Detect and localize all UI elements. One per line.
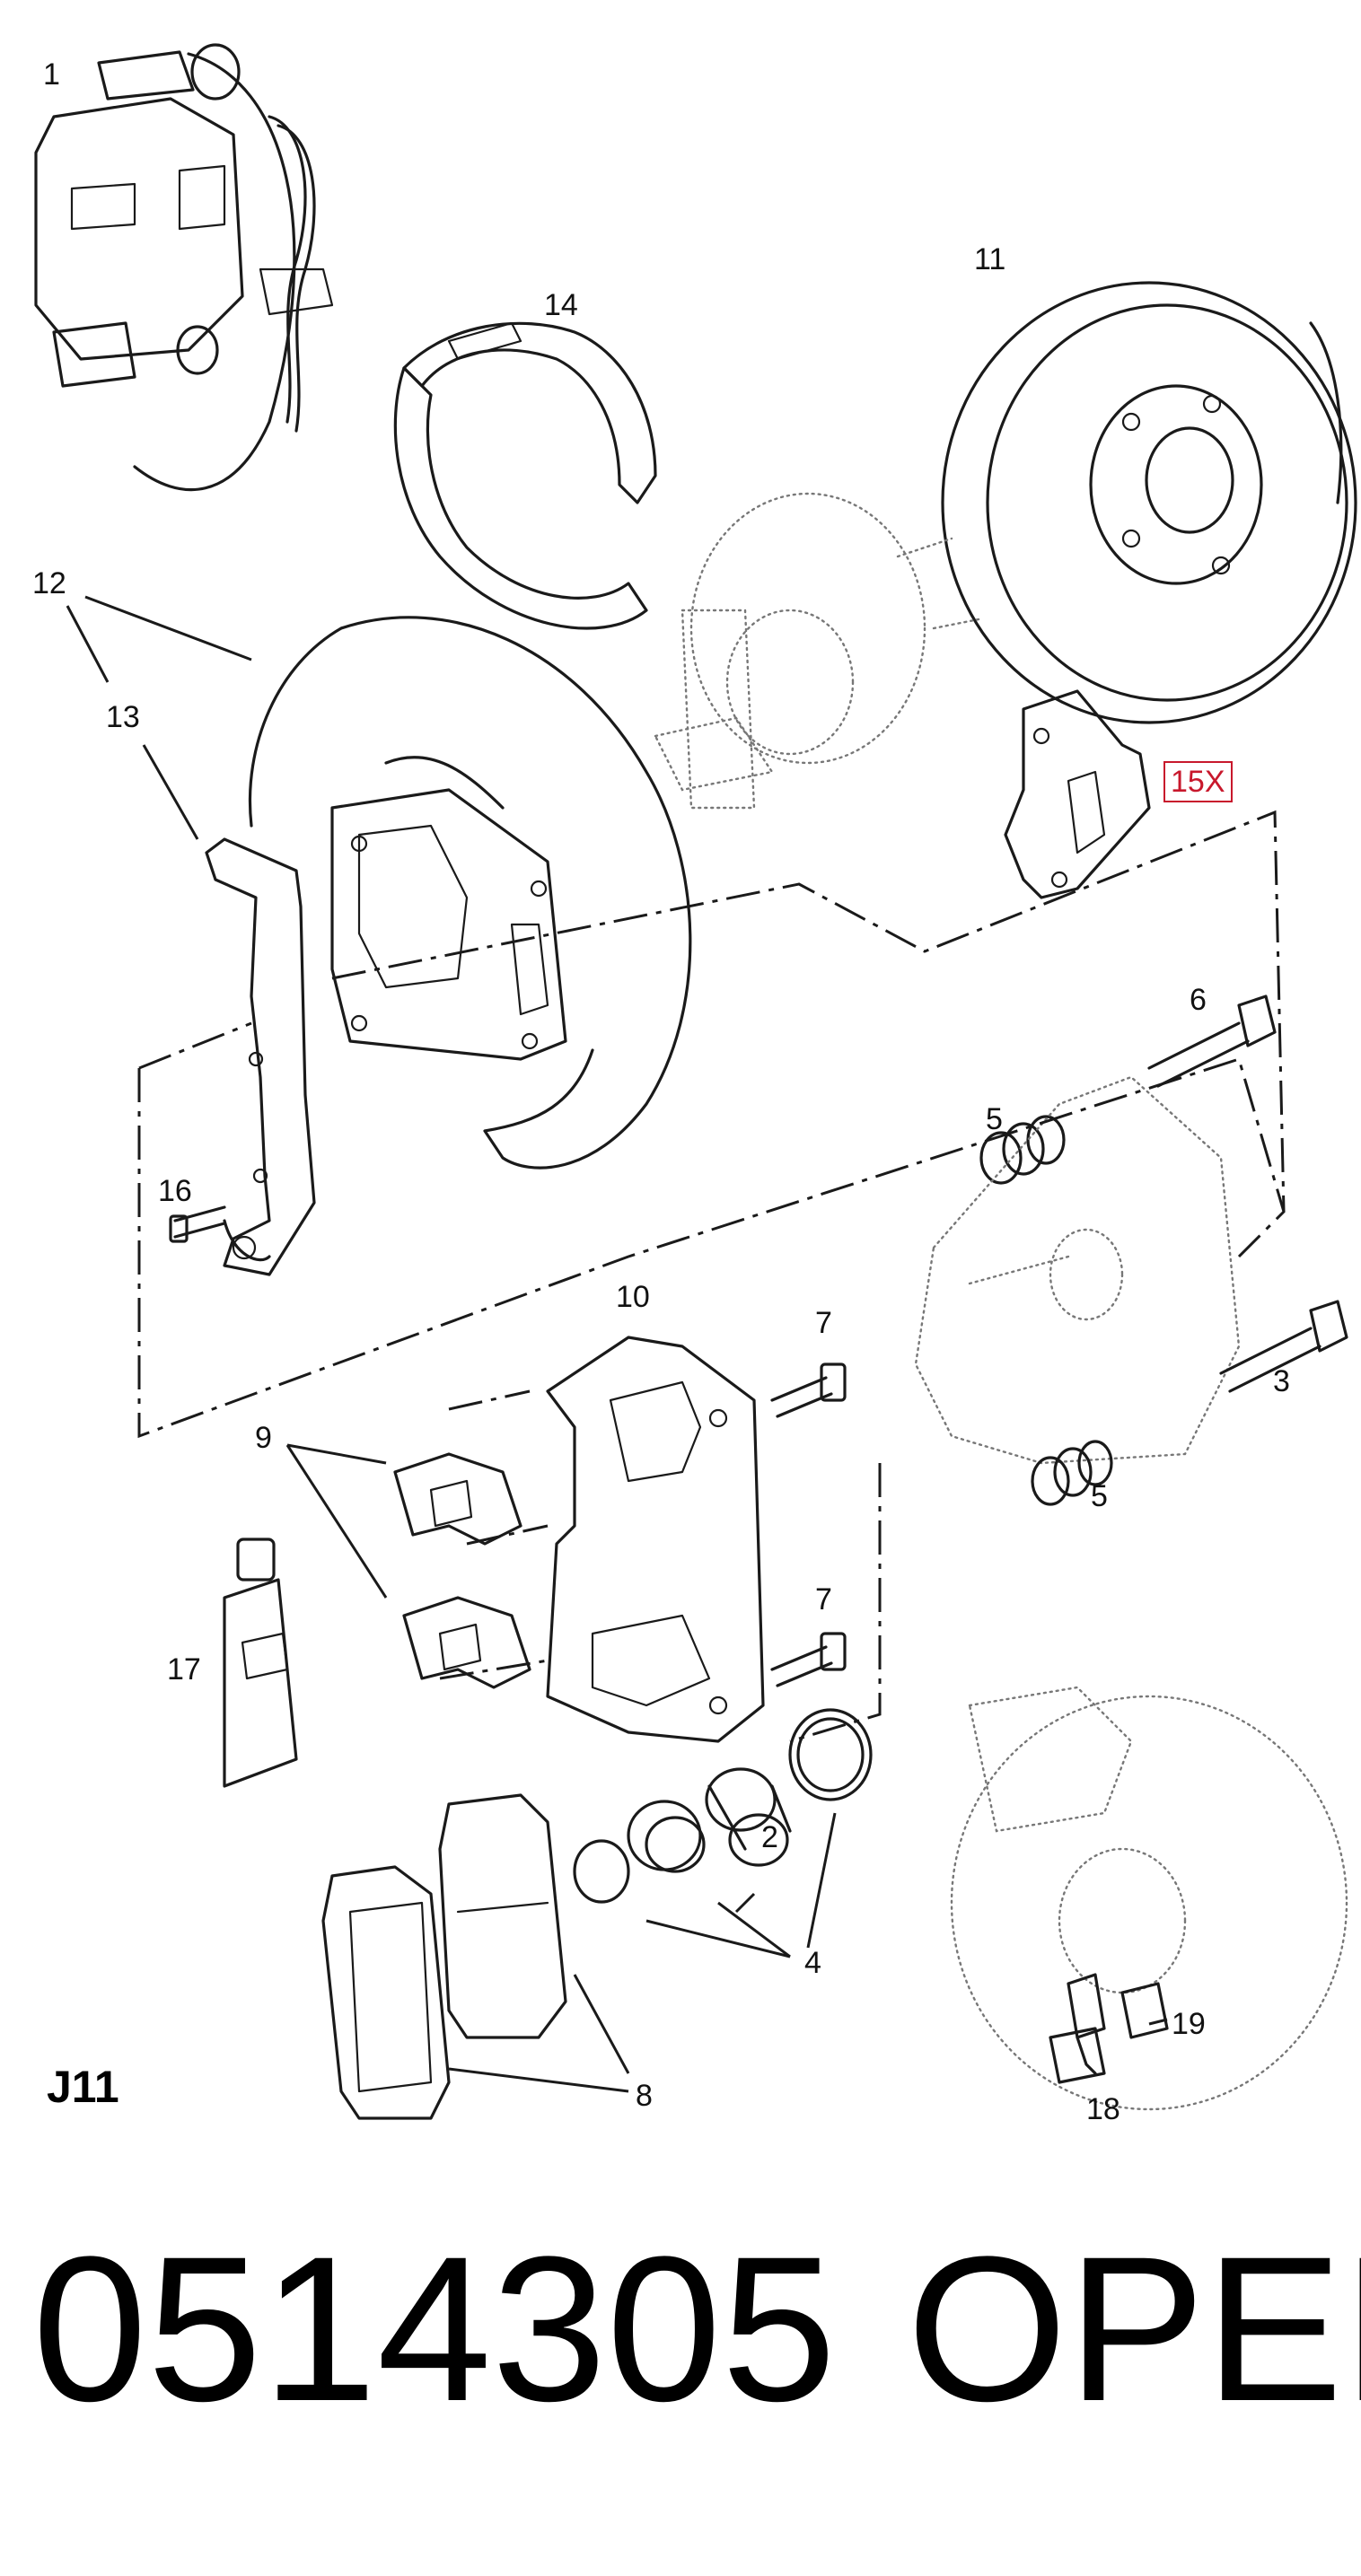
part-6-guide-bolt bbox=[1147, 994, 1277, 1088]
callout-7-bottom: 7 bbox=[815, 1582, 832, 1617]
callout-4: 4 bbox=[804, 1946, 821, 1980]
section-code: J11 bbox=[47, 2062, 119, 2112]
part-5-boot-top bbox=[979, 1115, 1066, 1185]
part-12-backing-plate bbox=[248, 616, 692, 1170]
callout-5-top: 5 bbox=[986, 1102, 1003, 1136]
callout-8: 8 bbox=[636, 2079, 653, 2113]
part-1-caliper-inset bbox=[34, 43, 334, 492]
hub-assembly-dotted bbox=[654, 492, 980, 810]
part-16-bolt bbox=[169, 1205, 226, 1243]
callout-13: 13 bbox=[106, 700, 140, 734]
part-3-guide-bolt bbox=[1219, 1300, 1348, 1393]
part-15x-caliper-bracket bbox=[1004, 689, 1151, 899]
part-7-bolt-bottom bbox=[770, 1632, 847, 1687]
part-5-boot-bottom bbox=[1031, 1440, 1113, 1506]
callout-16: 16 bbox=[158, 1174, 192, 1208]
part-number: 0514305 bbox=[32, 2213, 837, 2444]
part-4-seal-ring-large bbox=[788, 1708, 873, 1801]
callout-5-bottom: 5 bbox=[1091, 1479, 1108, 1513]
part-17-grease-tube bbox=[223, 1538, 298, 1788]
callout-15x: 15X bbox=[1163, 761, 1233, 802]
part-9-clips bbox=[393, 1452, 531, 1689]
callout-14: 14 bbox=[544, 288, 578, 322]
callout-10: 10 bbox=[616, 1280, 650, 1314]
assembly-outline-lines bbox=[137, 810, 1286, 1743]
brand-name: OPEL bbox=[907, 2213, 1361, 2444]
part-14-brake-shoes bbox=[393, 321, 657, 630]
callout-18: 18 bbox=[1086, 2092, 1120, 2126]
caliper-dotted bbox=[914, 1075, 1241, 1465]
callout-6: 6 bbox=[1190, 983, 1207, 1017]
part-13-mounting-strip bbox=[205, 837, 316, 1276]
leader-lines bbox=[66, 595, 1168, 2093]
part-18-19-sensor-inset bbox=[950, 1686, 1348, 2111]
part-8-pad-front bbox=[438, 1793, 567, 2039]
part-7-bolt-top bbox=[770, 1362, 847, 1418]
part-4-snap-ring bbox=[573, 1839, 630, 1904]
callout-11: 11 bbox=[974, 242, 1006, 276]
callout-3: 3 bbox=[1273, 1364, 1290, 1398]
callout-1: 1 bbox=[43, 57, 60, 92]
part-4-boot bbox=[627, 1800, 706, 1873]
callout-17: 17 bbox=[167, 1652, 201, 1687]
part-8-pad-rear bbox=[321, 1865, 451, 2120]
callout-2: 2 bbox=[761, 1820, 778, 1854]
part-11-brake-drum bbox=[941, 281, 1357, 724]
part-10-carrier bbox=[546, 1336, 765, 1743]
callout-7-top: 7 bbox=[815, 1306, 832, 1340]
callout-9: 9 bbox=[255, 1421, 272, 1455]
callout-12: 12 bbox=[32, 566, 66, 600]
callout-19: 19 bbox=[1172, 2007, 1206, 2041]
part-2-piston bbox=[705, 1767, 792, 1867]
